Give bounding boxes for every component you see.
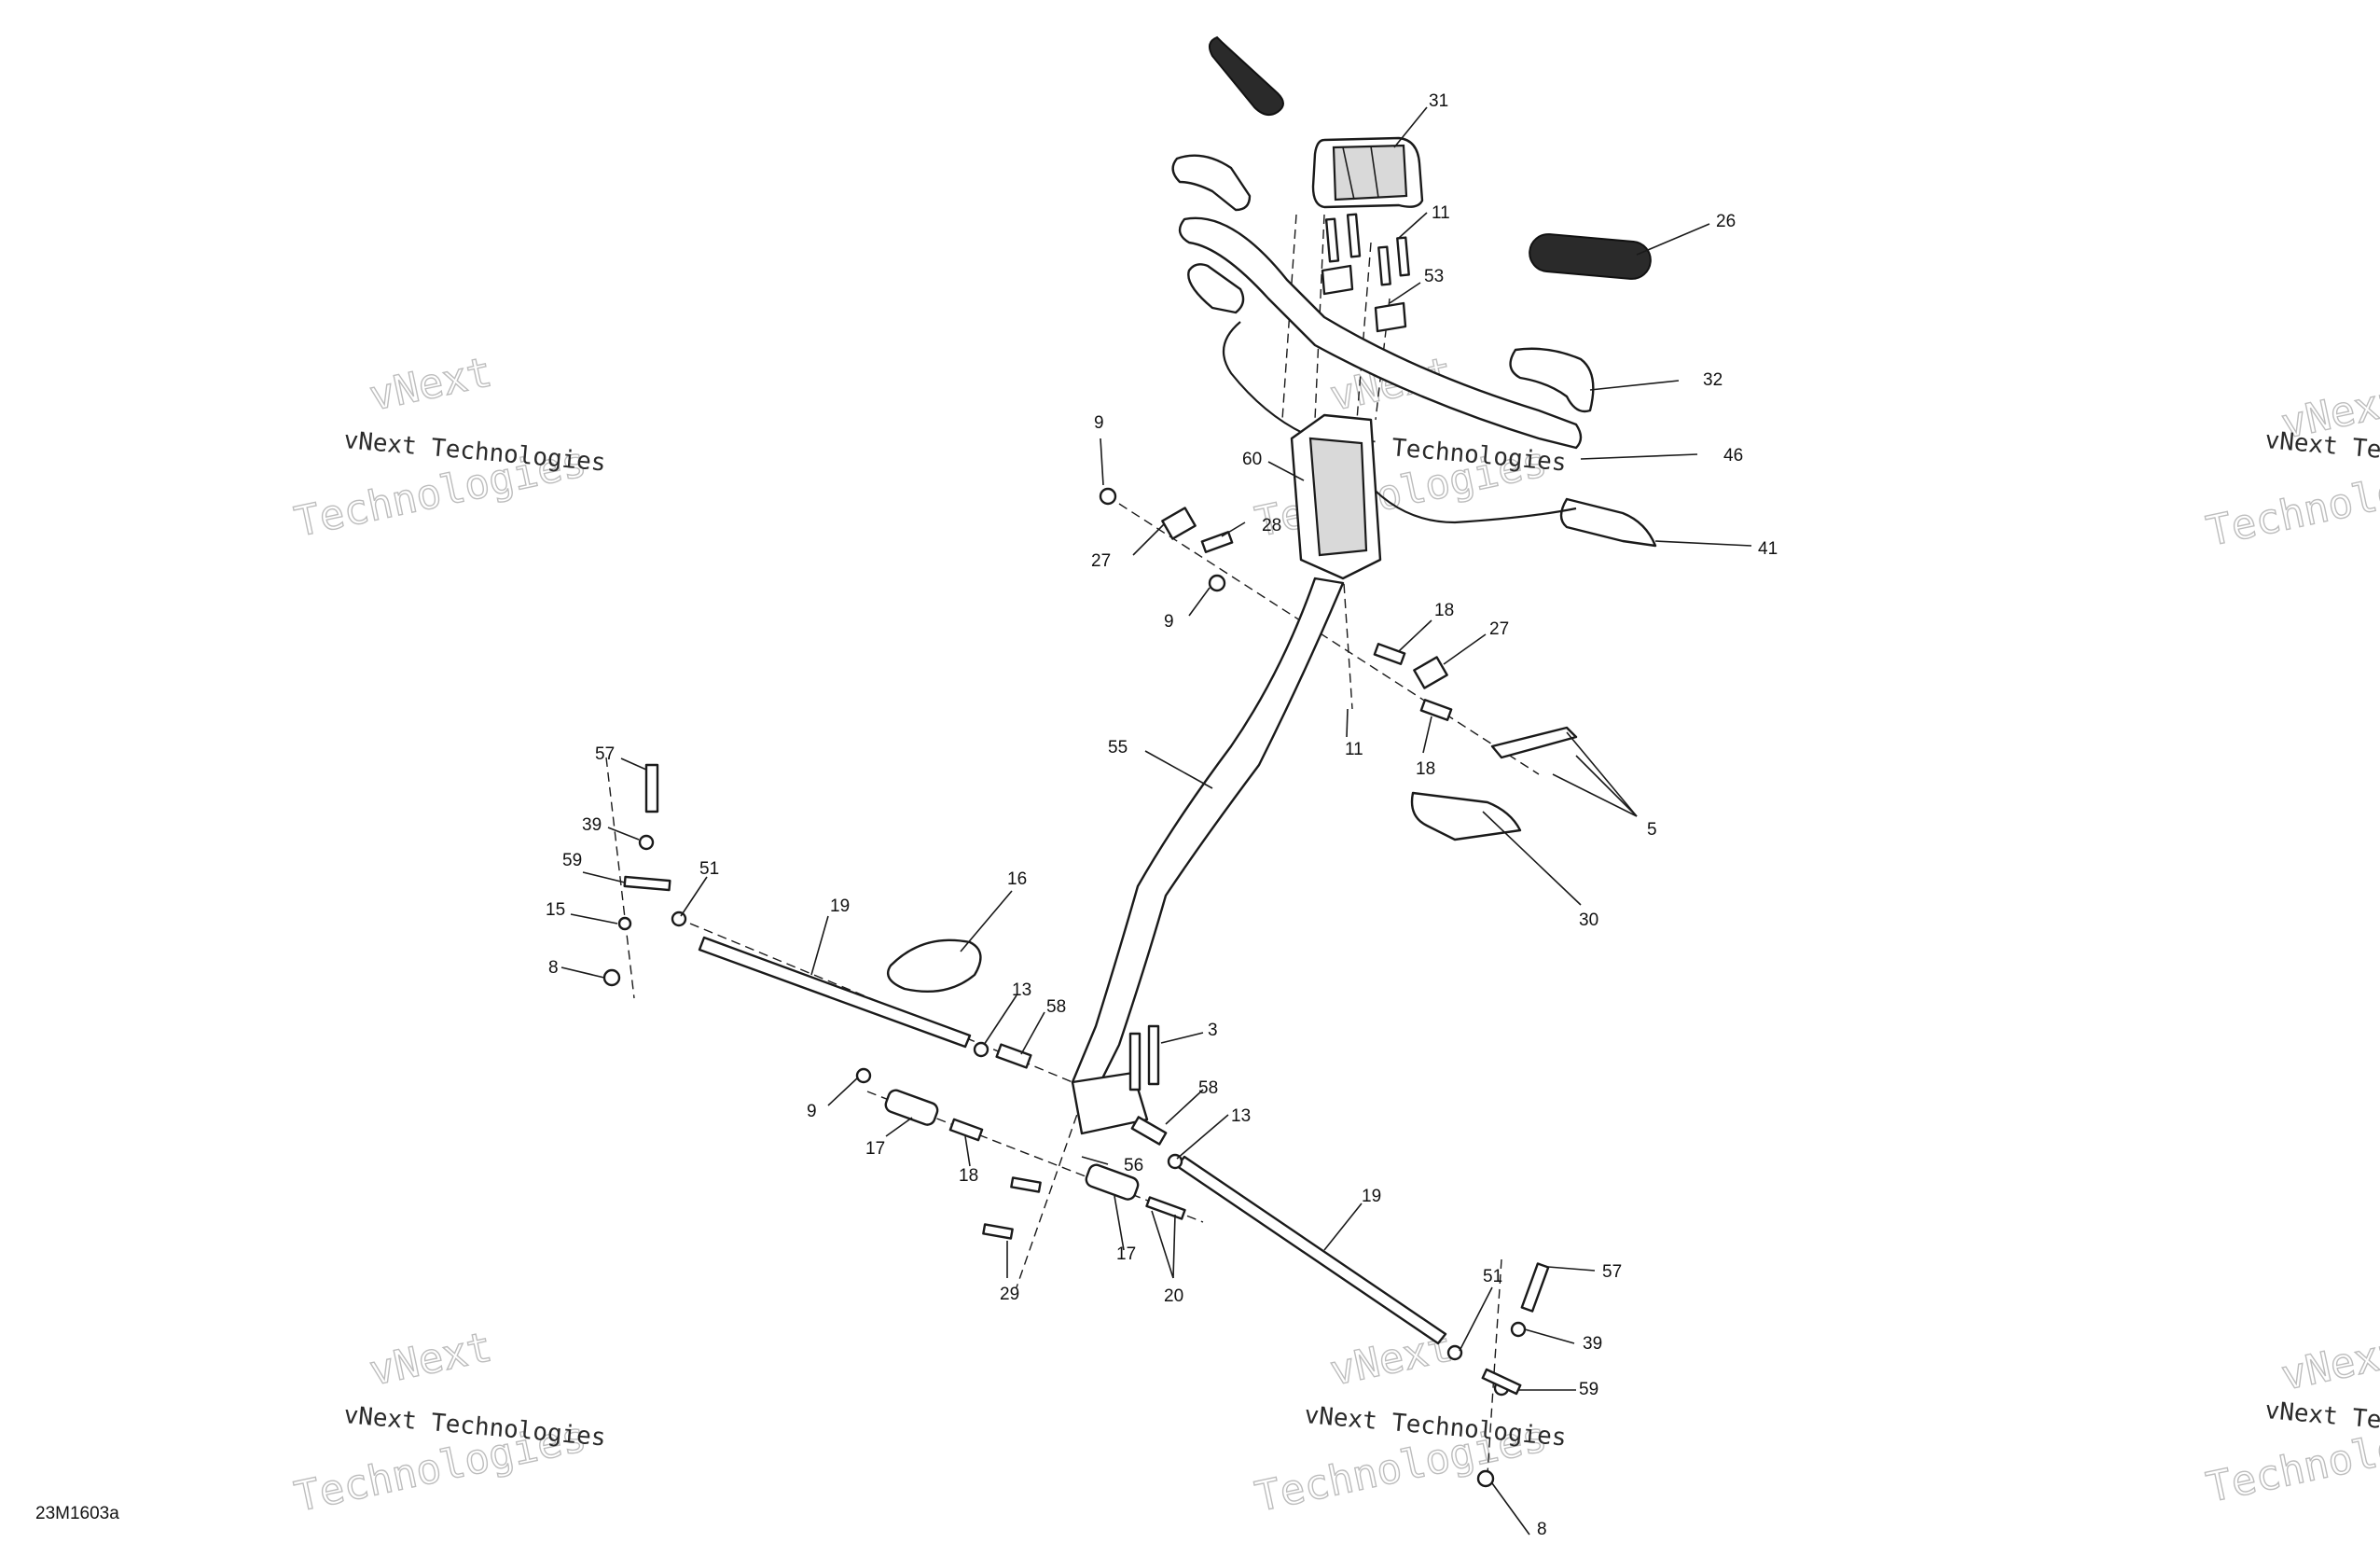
watermark-bottom-center: vNext Technologies vNext Technologies	[1251, 1323, 1568, 1522]
callout-30: 30	[1579, 911, 1598, 930]
callout-17: 17	[865, 1139, 885, 1159]
callout-28: 28	[1262, 516, 1281, 535]
callout-59: 59	[1579, 1380, 1598, 1399]
callout-51: 51	[1483, 1267, 1502, 1286]
svg-text:Technologies: Technologies	[2203, 448, 2380, 556]
callout-16: 16	[1007, 869, 1027, 889]
callout-58: 58	[1046, 997, 1066, 1017]
callout-20: 20	[1164, 1286, 1183, 1306]
callout-53: 53	[1424, 267, 1444, 286]
callout-15: 15	[546, 900, 565, 920]
pin-left	[644, 763, 1550, 1313]
handlebar	[1178, 216, 1583, 450]
cable-adjusters	[884, 1089, 1186, 1240]
callout-51: 51	[699, 859, 719, 879]
tie-rod-left	[698, 936, 972, 1049]
grip-heater	[1509, 347, 1595, 413]
watermark-top-left: vNext Technologies vNext Technologies	[290, 348, 607, 548]
handlebar-pad	[1311, 136, 1424, 209]
ball-joint-fittings	[995, 1043, 1168, 1146]
callout-9: 9	[1094, 413, 1104, 433]
callout-31: 31	[1429, 91, 1448, 111]
callout-57: 57	[1602, 1262, 1622, 1282]
callout-18: 18	[1416, 759, 1435, 779]
leader-lines	[560, 106, 1752, 1536]
nuts-and-washers	[602, 487, 1527, 1488]
callout-5: 5	[1647, 820, 1657, 840]
hand-grip-top	[1208, 35, 1284, 117]
callout-39: 39	[582, 815, 602, 835]
callout-29: 29	[1000, 1285, 1019, 1304]
callout-39: 39	[1583, 1334, 1602, 1354]
svg-text:vNext: vNext	[2277, 1328, 2380, 1399]
bolts-top	[1324, 213, 1410, 286]
tie-rod-right	[1175, 1155, 1447, 1345]
callout-18: 18	[1434, 601, 1454, 620]
hand-grip-right	[1529, 233, 1652, 280]
steering-column	[1071, 577, 1345, 1135]
svg-text:vNext: vNext	[366, 348, 496, 420]
callout-8: 8	[548, 958, 559, 978]
riser-block	[1290, 413, 1382, 580]
callout-11: 11	[1345, 740, 1363, 759]
watermark-top-right: vNext Technologies vNext Technologies	[2202, 376, 2380, 557]
cover-plate	[1410, 791, 1522, 841]
callout-13: 13	[1012, 980, 1031, 1000]
svg-text:vNext Technologies: vNext Technologies	[2263, 426, 2380, 477]
callout-27: 27	[1091, 551, 1111, 571]
callout-58: 58	[1198, 1078, 1218, 1098]
callout-27: 27	[1489, 619, 1509, 639]
callout-32: 32	[1703, 370, 1723, 390]
callout-26: 26	[1716, 212, 1736, 231]
callout-17: 17	[1116, 1244, 1136, 1264]
callout-3: 3	[1208, 1021, 1218, 1040]
callout-19: 19	[1362, 1187, 1381, 1206]
svg-text:vNext: vNext	[366, 1323, 496, 1395]
handlebar-clamp	[1321, 264, 1407, 333]
callout-9: 9	[807, 1102, 817, 1121]
column-bolts	[1128, 1024, 1160, 1091]
cable-ends-right	[1161, 507, 1578, 759]
callout-57: 57	[595, 744, 615, 764]
watermark-bottom-right: vNext Technologies vNext Technologies	[2202, 1328, 2380, 1513]
callout-18: 18	[959, 1166, 978, 1186]
callout-11: 11	[1432, 203, 1450, 223]
callouts: 31 11 26 53 32 46 41 9 60 28 27 9 18 27 …	[546, 91, 1778, 1539]
wiring-cable	[1222, 321, 1577, 524]
callout-41: 41	[1758, 539, 1778, 559]
callout-46: 46	[1723, 446, 1743, 466]
figure-id: 23M1603a	[35, 1504, 119, 1523]
callout-59: 59	[562, 851, 582, 870]
callout-8: 8	[1537, 1520, 1547, 1539]
heater-sleeve-left	[1171, 154, 1252, 212]
callout-60: 60	[1242, 450, 1262, 469]
pedal-pad	[886, 938, 982, 994]
callout-9: 9	[1164, 612, 1174, 632]
callout-19: 19	[830, 897, 850, 916]
watermark-bottom-left: vNext Technologies vNext Technologies	[290, 1323, 607, 1522]
callout-56: 56	[1124, 1156, 1143, 1175]
callout-55: 55	[1108, 738, 1128, 758]
throttle-sleeve	[1187, 263, 1657, 548]
callout-13: 13	[1231, 1106, 1251, 1126]
